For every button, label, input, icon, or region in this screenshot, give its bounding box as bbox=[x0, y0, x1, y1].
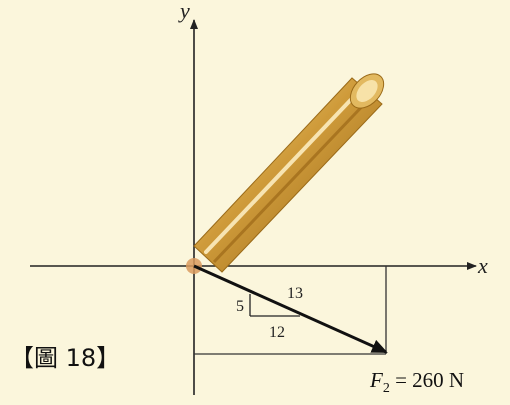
slope-rise-label: 5 bbox=[236, 298, 244, 315]
force-label: F2 = 260 N bbox=[369, 368, 464, 396]
slope-hypotenuse-label: 13 bbox=[287, 285, 303, 302]
slope-triangle bbox=[249, 294, 300, 317]
slope-run-label: 12 bbox=[269, 324, 285, 341]
force-subscript: 2 bbox=[383, 381, 390, 396]
figure-caption: 【圖 18】 bbox=[10, 344, 121, 372]
force-value: = 260 N bbox=[390, 368, 464, 392]
y-axis-label: y bbox=[178, 0, 190, 23]
force-symbol: F bbox=[369, 368, 383, 392]
rod bbox=[193, 73, 385, 273]
force-arrow bbox=[193, 264, 388, 354]
x-axis-label: x bbox=[477, 253, 488, 278]
